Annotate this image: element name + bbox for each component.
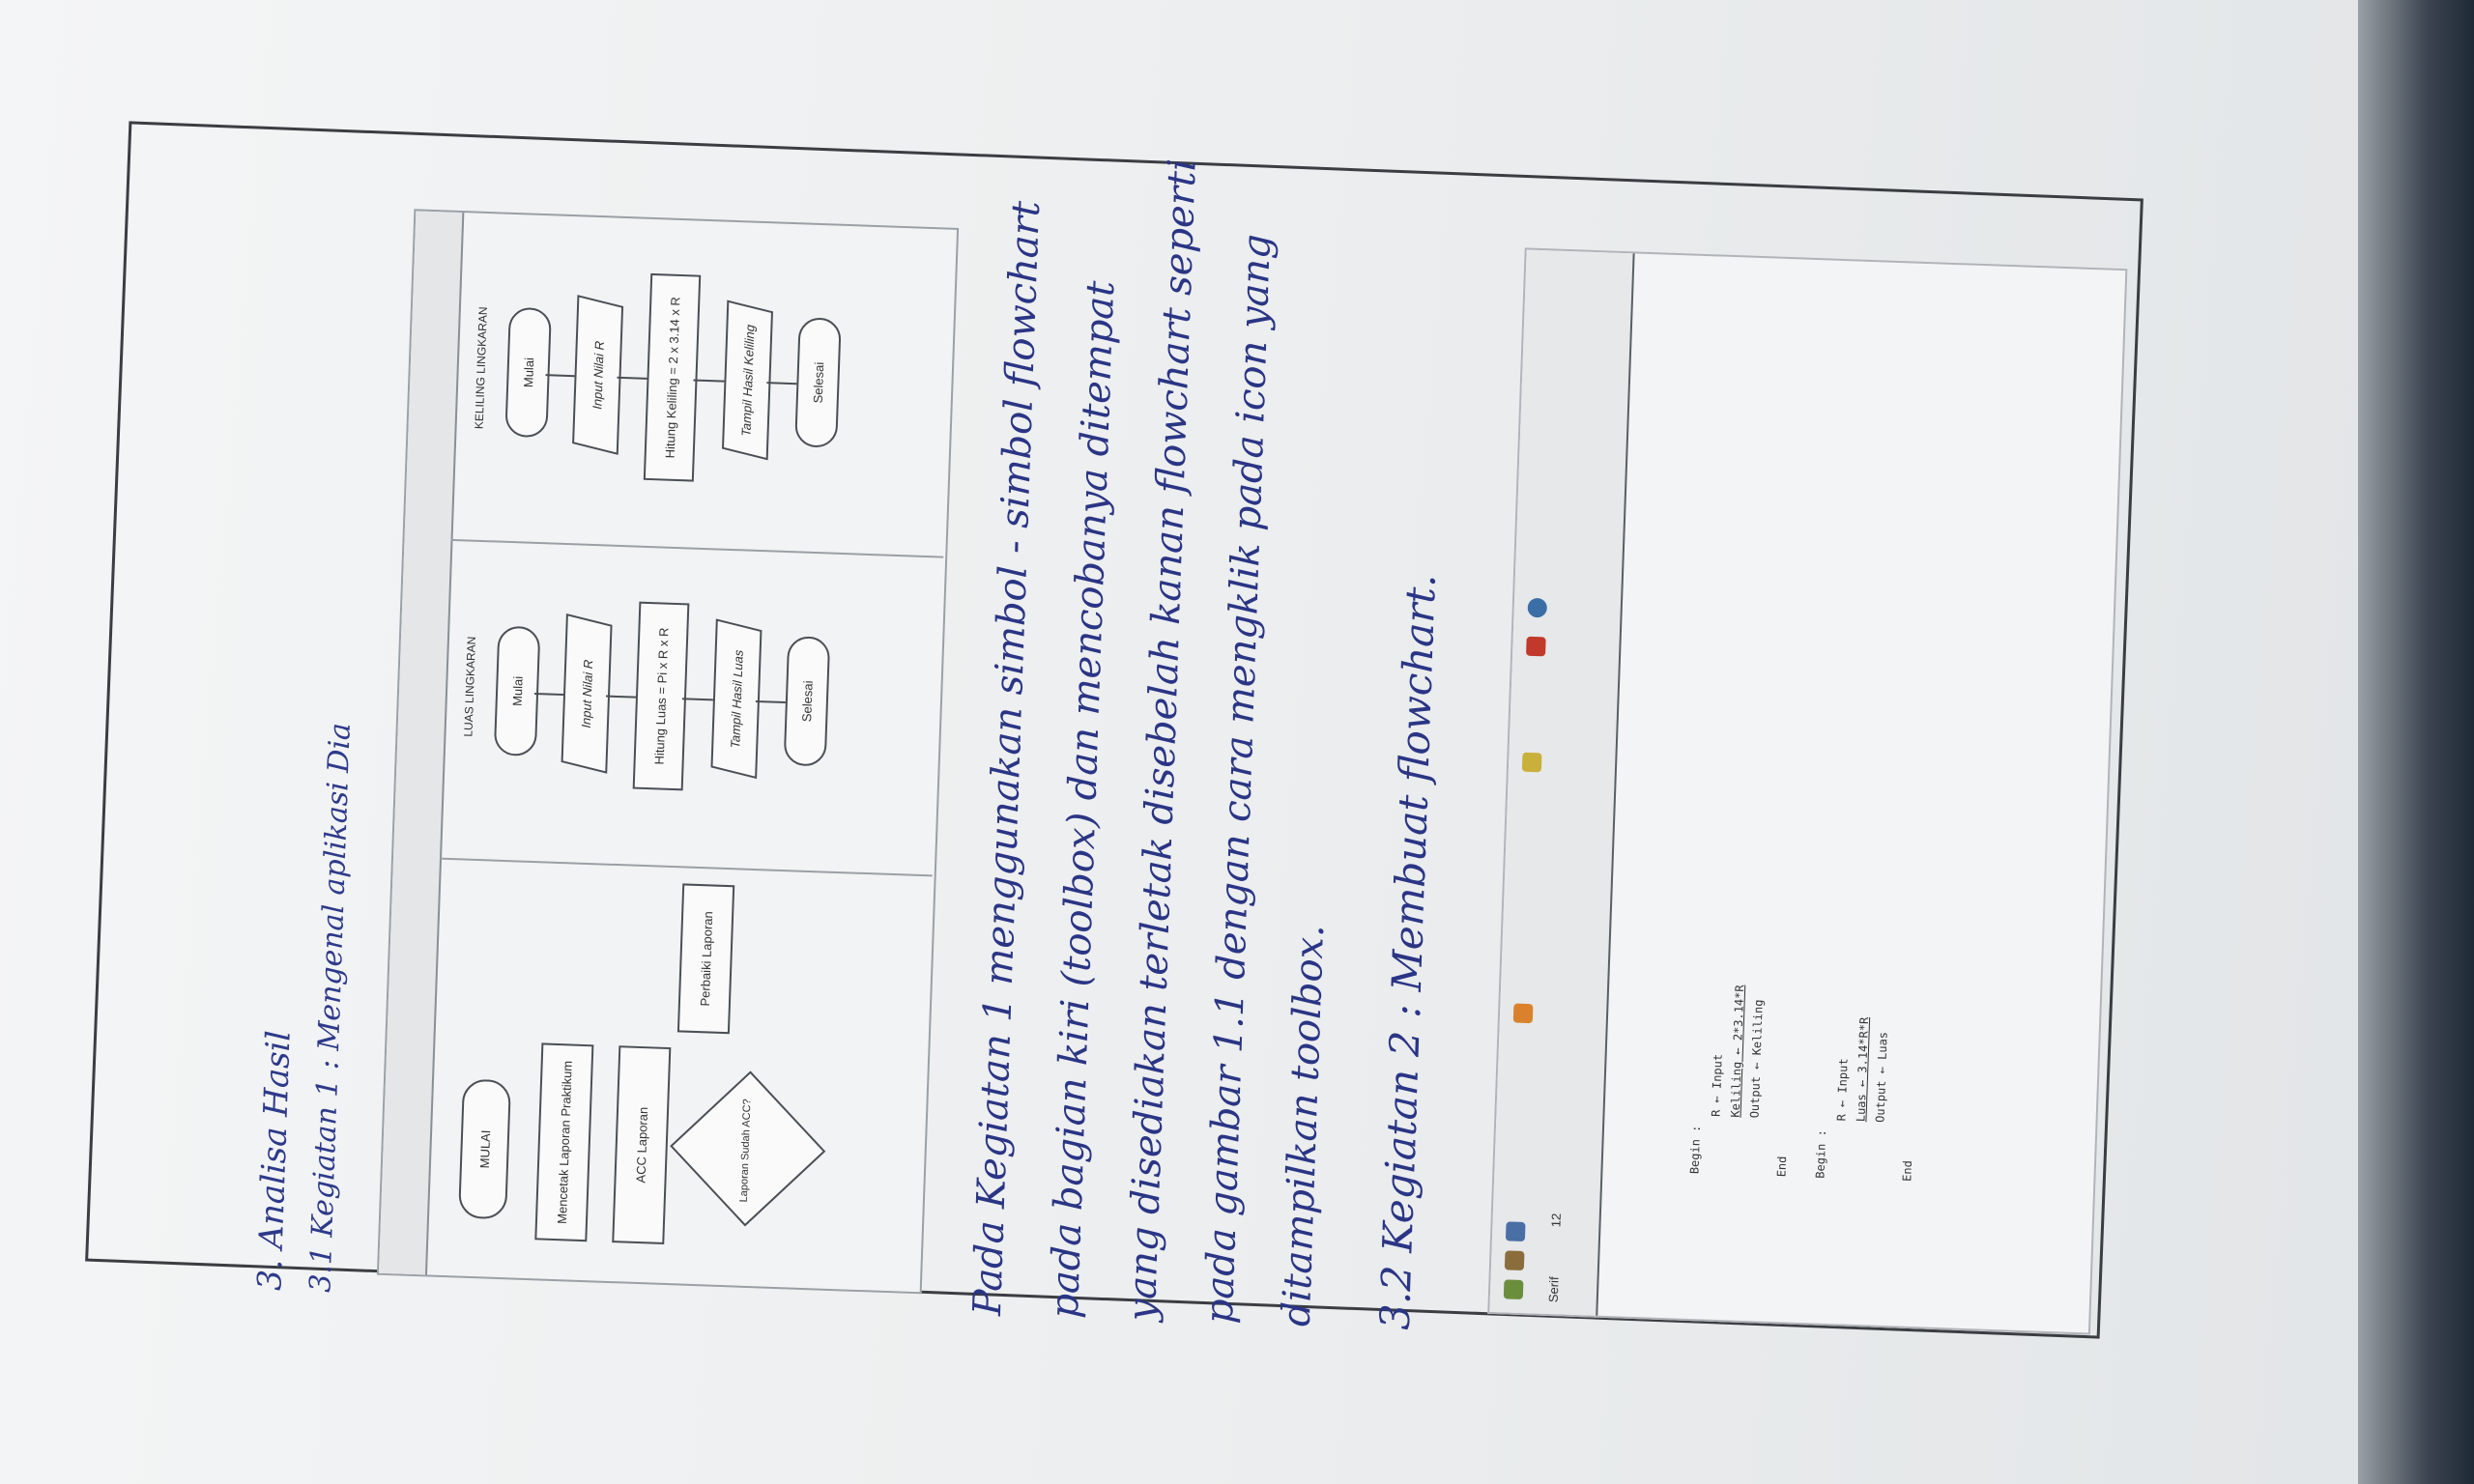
- node-perbaiki: Perbaiki Laporan: [676, 883, 735, 1035]
- code-line: End: [1900, 1159, 1915, 1183]
- code-line: Luas ← 3.14*R*R: [1854, 1016, 1872, 1123]
- keliling-input: Input Nilai R: [572, 295, 624, 455]
- shape-icon: [1526, 636, 1546, 657]
- code-line: End: [1774, 1156, 1790, 1178]
- paragraph-line-3: yang disediakan terletak disebelah kanan…: [1119, 157, 1205, 1323]
- keliling-tampil: Tampil Hasil Keliling: [721, 300, 773, 461]
- font-name-field: Serif: [1545, 1276, 1562, 1303]
- lane-divider: [450, 538, 944, 558]
- luas-tampil: Tampil Hasil Luas: [710, 618, 762, 780]
- paragraph-line-1: Pada Kegiatan 1 menggunakan simbol - sim…: [964, 200, 1050, 1317]
- lane-title-luas: LUAS LINGKARAN: [461, 636, 479, 737]
- keliling-hitung: Hitung Keliling = 2 x 3.14 x R: [643, 272, 702, 482]
- rotated-document: 3. Analisa Hasil 3.1 Kegiatan 1 : Mengen…: [191, 71, 2263, 1397]
- code-line: Begin :: [1687, 1125, 1704, 1175]
- chart-icon: [1521, 752, 1542, 773]
- flow-arrow: [545, 374, 575, 378]
- flow-arrow: [766, 382, 797, 385]
- luas-hitung: Hitung Luas = Pi x R x R: [632, 601, 690, 791]
- globe-icon: [1527, 597, 1548, 618]
- node-mencetak: Mencetak Laporan Praktikum: [534, 1042, 594, 1242]
- keliling-mulai: Mulai: [504, 306, 552, 439]
- code-line: Output ← Keliling: [1747, 999, 1766, 1119]
- flow-arrow: [533, 692, 564, 696]
- open-icon: [1504, 1250, 1525, 1271]
- paragraph-line-4: pada gambar 1.1 dengan cara mengklik pad…: [1196, 233, 1280, 1325]
- node-decision-label: Laporan Sudah ACC?: [737, 1099, 754, 1203]
- flow-arrow: [681, 698, 713, 701]
- subsection2-title: 3.2 Kegiatan 2 : Membuat flowchart.: [1370, 573, 1445, 1331]
- code-line: Output ← Luas: [1873, 1031, 1890, 1124]
- save-icon: [1505, 1221, 1526, 1242]
- flowchart-screenshot: LUAS LINGKARAN KELILING LINGKARAN MULAI …: [376, 209, 960, 1295]
- highlight-icon: [1512, 1003, 1534, 1024]
- table-edge: [2358, 0, 2474, 1484]
- paragraph-line-2: pada bagian kiri (toolbox) dan mencobany…: [1042, 279, 1124, 1320]
- luas-selesai: Selesai: [783, 636, 831, 767]
- paragraph-line-5: ditampilkan toolbox.: [1274, 924, 1334, 1327]
- app-screenshot: Serif 12 Begin : R ← Input Keliling ← 2*…: [1487, 247, 2128, 1335]
- new-doc-icon: [1503, 1279, 1524, 1300]
- keliling-selesai: Selesai: [794, 317, 842, 448]
- luas-input: Input Nilai R: [561, 613, 613, 774]
- flow-arrow: [617, 376, 647, 380]
- font-size-field: 12: [1548, 1213, 1564, 1228]
- ruler: [379, 211, 465, 1275]
- app-toolbar: Serif 12: [1489, 249, 1635, 1316]
- subsection-title: 3.1 Kegiatan 1 : Mengenal aplikasi Dia: [303, 722, 358, 1294]
- flow-arrow: [605, 695, 637, 699]
- code-line: Begin :: [1813, 1128, 1829, 1179]
- node-mulai: MULAI: [458, 1078, 512, 1220]
- code-line: R ← Input: [1709, 1053, 1725, 1118]
- lane-divider: [439, 857, 933, 877]
- code-line: Keliling ← 2*3.14*R: [1728, 985, 1747, 1118]
- luas-mulai: Mulai: [493, 625, 541, 757]
- code-line: R ← Input: [1834, 1058, 1851, 1122]
- node-acc: ACC Laporan: [612, 1045, 672, 1244]
- section-title: 3. Analisa Hasil: [250, 1029, 299, 1292]
- lane-title-keliling: KELILING LINGKARAN: [472, 306, 490, 430]
- flow-arrow: [693, 379, 725, 383]
- flow-arrow: [755, 699, 786, 704]
